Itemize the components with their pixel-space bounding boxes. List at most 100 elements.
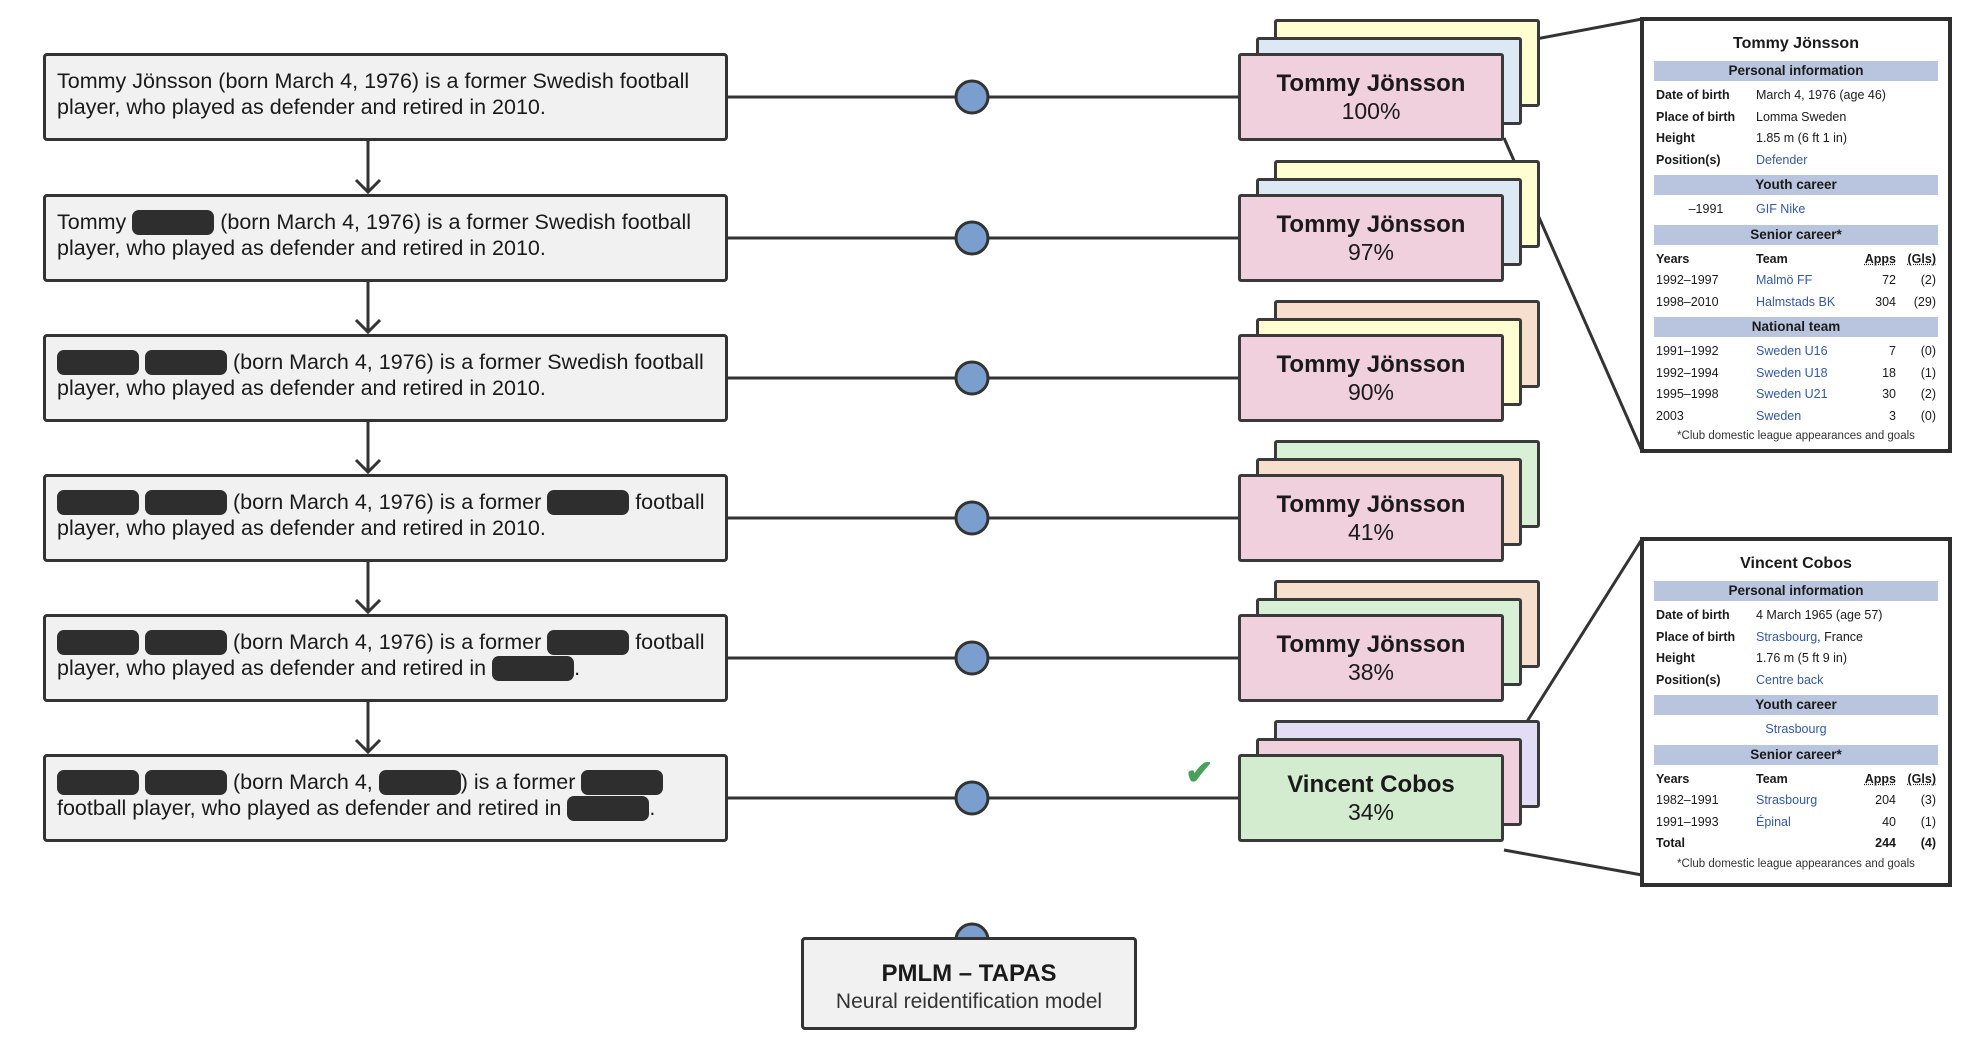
infobox-years: 2003 [1656,408,1684,423]
sentence-text: (born March 4, 1976) is a former [226,490,548,514]
infobox-apps: 72 [1882,273,1896,287]
prediction-confidence: 90% [1347,379,1395,405]
infobox-youth-team[interactable]: Strasbourg [1765,722,1827,736]
connector-node [954,220,990,256]
infobox-years: 1992–1994 [1656,365,1719,380]
infobox-link[interactable]: Strasbourg [1756,629,1818,644]
sentence-text: player, who played as defender and retir… [57,376,546,400]
infobox-label: Position(s) [1656,672,1721,687]
infobox-title: Vincent Cobos [1740,555,1852,572]
sentence-box: (born March 4, 1976) is a former Swedish… [43,334,728,422]
infobox-team-link[interactable]: Épinal [1756,814,1791,829]
infobox-value-text: Lomma Sweden [1756,109,1847,124]
infobox-gls: (1) [1920,365,1936,380]
connector-node [954,640,990,676]
infobox-column-team: Team [1756,771,1788,786]
redaction-mask [57,630,139,655]
model-title: PMLM – TAPAS [881,960,1057,987]
infobox-vincent-cobos: Vincent Cobos Personal information Date … [1640,537,1952,887]
infobox-value: March 4, 1976 (age 46) [1756,85,1936,107]
infobox-total-apps: 244 [1875,836,1896,850]
infobox-team-link[interactable]: Malmö FF [1756,273,1813,287]
sentence-line: (born March 4, 1976) is a former footbal… [57,629,715,655]
sentence-text: player, who played as defender and retir… [57,516,546,540]
infobox-gls: (0) [1920,408,1936,423]
infobox-team-link[interactable]: Sweden [1756,408,1802,423]
infobox-team-link[interactable]: Sweden U21 [1756,387,1828,401]
down-arrow-head [354,598,382,615]
infobox-team-link[interactable]: Halmstads BK [1756,294,1836,309]
infobox-apps: 7 [1889,344,1896,358]
sentence-text: Tommy Jönsson (born March 4, 1976) is a … [57,69,690,93]
infobox-column-years: Years [1656,251,1690,266]
sentence-text: (born March 4, [226,770,379,794]
infobox-gls: (2) [1920,273,1936,287]
infobox-apps: 30 [1882,387,1896,401]
sentence-text: (born March 4, 1976) is a former Swedish… [214,210,692,234]
infobox-years: 1991–1992 [1656,344,1719,358]
prediction-name: Tommy Jönsson [1276,211,1466,238]
infobox-team-link[interactable]: Strasbourg [1756,793,1818,807]
infobox-value-text: 1.85 m (6 ft 1 in) [1756,131,1848,145]
sentence-text: . [574,656,581,680]
sentence-line: (born March 4, ) is a former [57,769,715,795]
infobox-row: Position(s) Centre back [1656,670,1936,692]
infobox-team-link[interactable]: Sweden U16 [1756,344,1828,358]
infobox-team-link[interactable]: Sweden U18 [1756,365,1828,380]
infobox-value: Defender [1756,150,1936,172]
infobox-link[interactable]: Centre back [1756,672,1824,687]
infobox-link[interactable]: Defender [1756,152,1808,167]
infobox-column-gls: (Gls) [1907,251,1936,266]
prediction-confidence: 100% [1341,98,1401,124]
redaction-mask [144,350,227,375]
infobox-career-row: 1995–1998 Sweden U21 30 (2) [1656,384,1936,406]
infobox-title: Tommy Jönsson [1733,35,1859,52]
infobox-section-header: Senior career* [1654,224,1938,245]
infobox-value-text: 1.76 m (5 ft 9 in) [1756,651,1848,665]
prediction-name: Tommy Jönsson [1276,70,1466,97]
infobox-years: 1992–1997 [1656,273,1719,287]
sentence-box: Tommy (born March 4, 1976) is a former S… [43,194,728,282]
sentence-line: football player, who played as defender … [57,795,715,821]
connector-node [954,500,990,536]
sentence-text: player, who played as defender and retir… [57,236,546,260]
infobox-value: 1.85 m (6 ft 1 in) [1756,128,1936,150]
sentence-line: player, who played as defender and retir… [57,235,715,261]
sentence-line: player, who played as defender and retir… [57,375,715,401]
sentence-box: (born March 4, 1976) is a former footbal… [43,474,728,562]
redaction-mask [547,630,630,655]
infobox-section-header: Youth career [1654,695,1938,715]
infobox-total-spacer [1756,833,1860,855]
prediction-name: Tommy Jönsson [1276,631,1466,658]
infobox-column-apps: Apps [1864,251,1896,266]
sentence-text: player, who played as defender and retir… [57,95,546,119]
sentence-line: player, who played as defender and retir… [57,94,715,120]
sentence-text: football player, who played as defender … [57,796,568,820]
redaction-mask [57,350,139,375]
infobox-value: Centre back [1756,670,1936,692]
sentence-text: (born March 4, 1976) is a former [226,630,548,654]
sentence-line: Tommy (born March 4, 1976) is a former S… [57,209,715,235]
infobox-apps: 40 [1882,814,1896,829]
infobox-row: Position(s) Defender [1656,150,1936,172]
infobox-years: 1995–1998 [1656,387,1719,401]
infobox-team-link[interactable]: GIF Nike [1756,202,1806,216]
infobox-label: Position(s) [1656,152,1721,167]
down-arrow-head [354,458,382,475]
infobox-gls: (2) [1920,387,1936,401]
prediction-confidence: 34% [1347,799,1395,825]
